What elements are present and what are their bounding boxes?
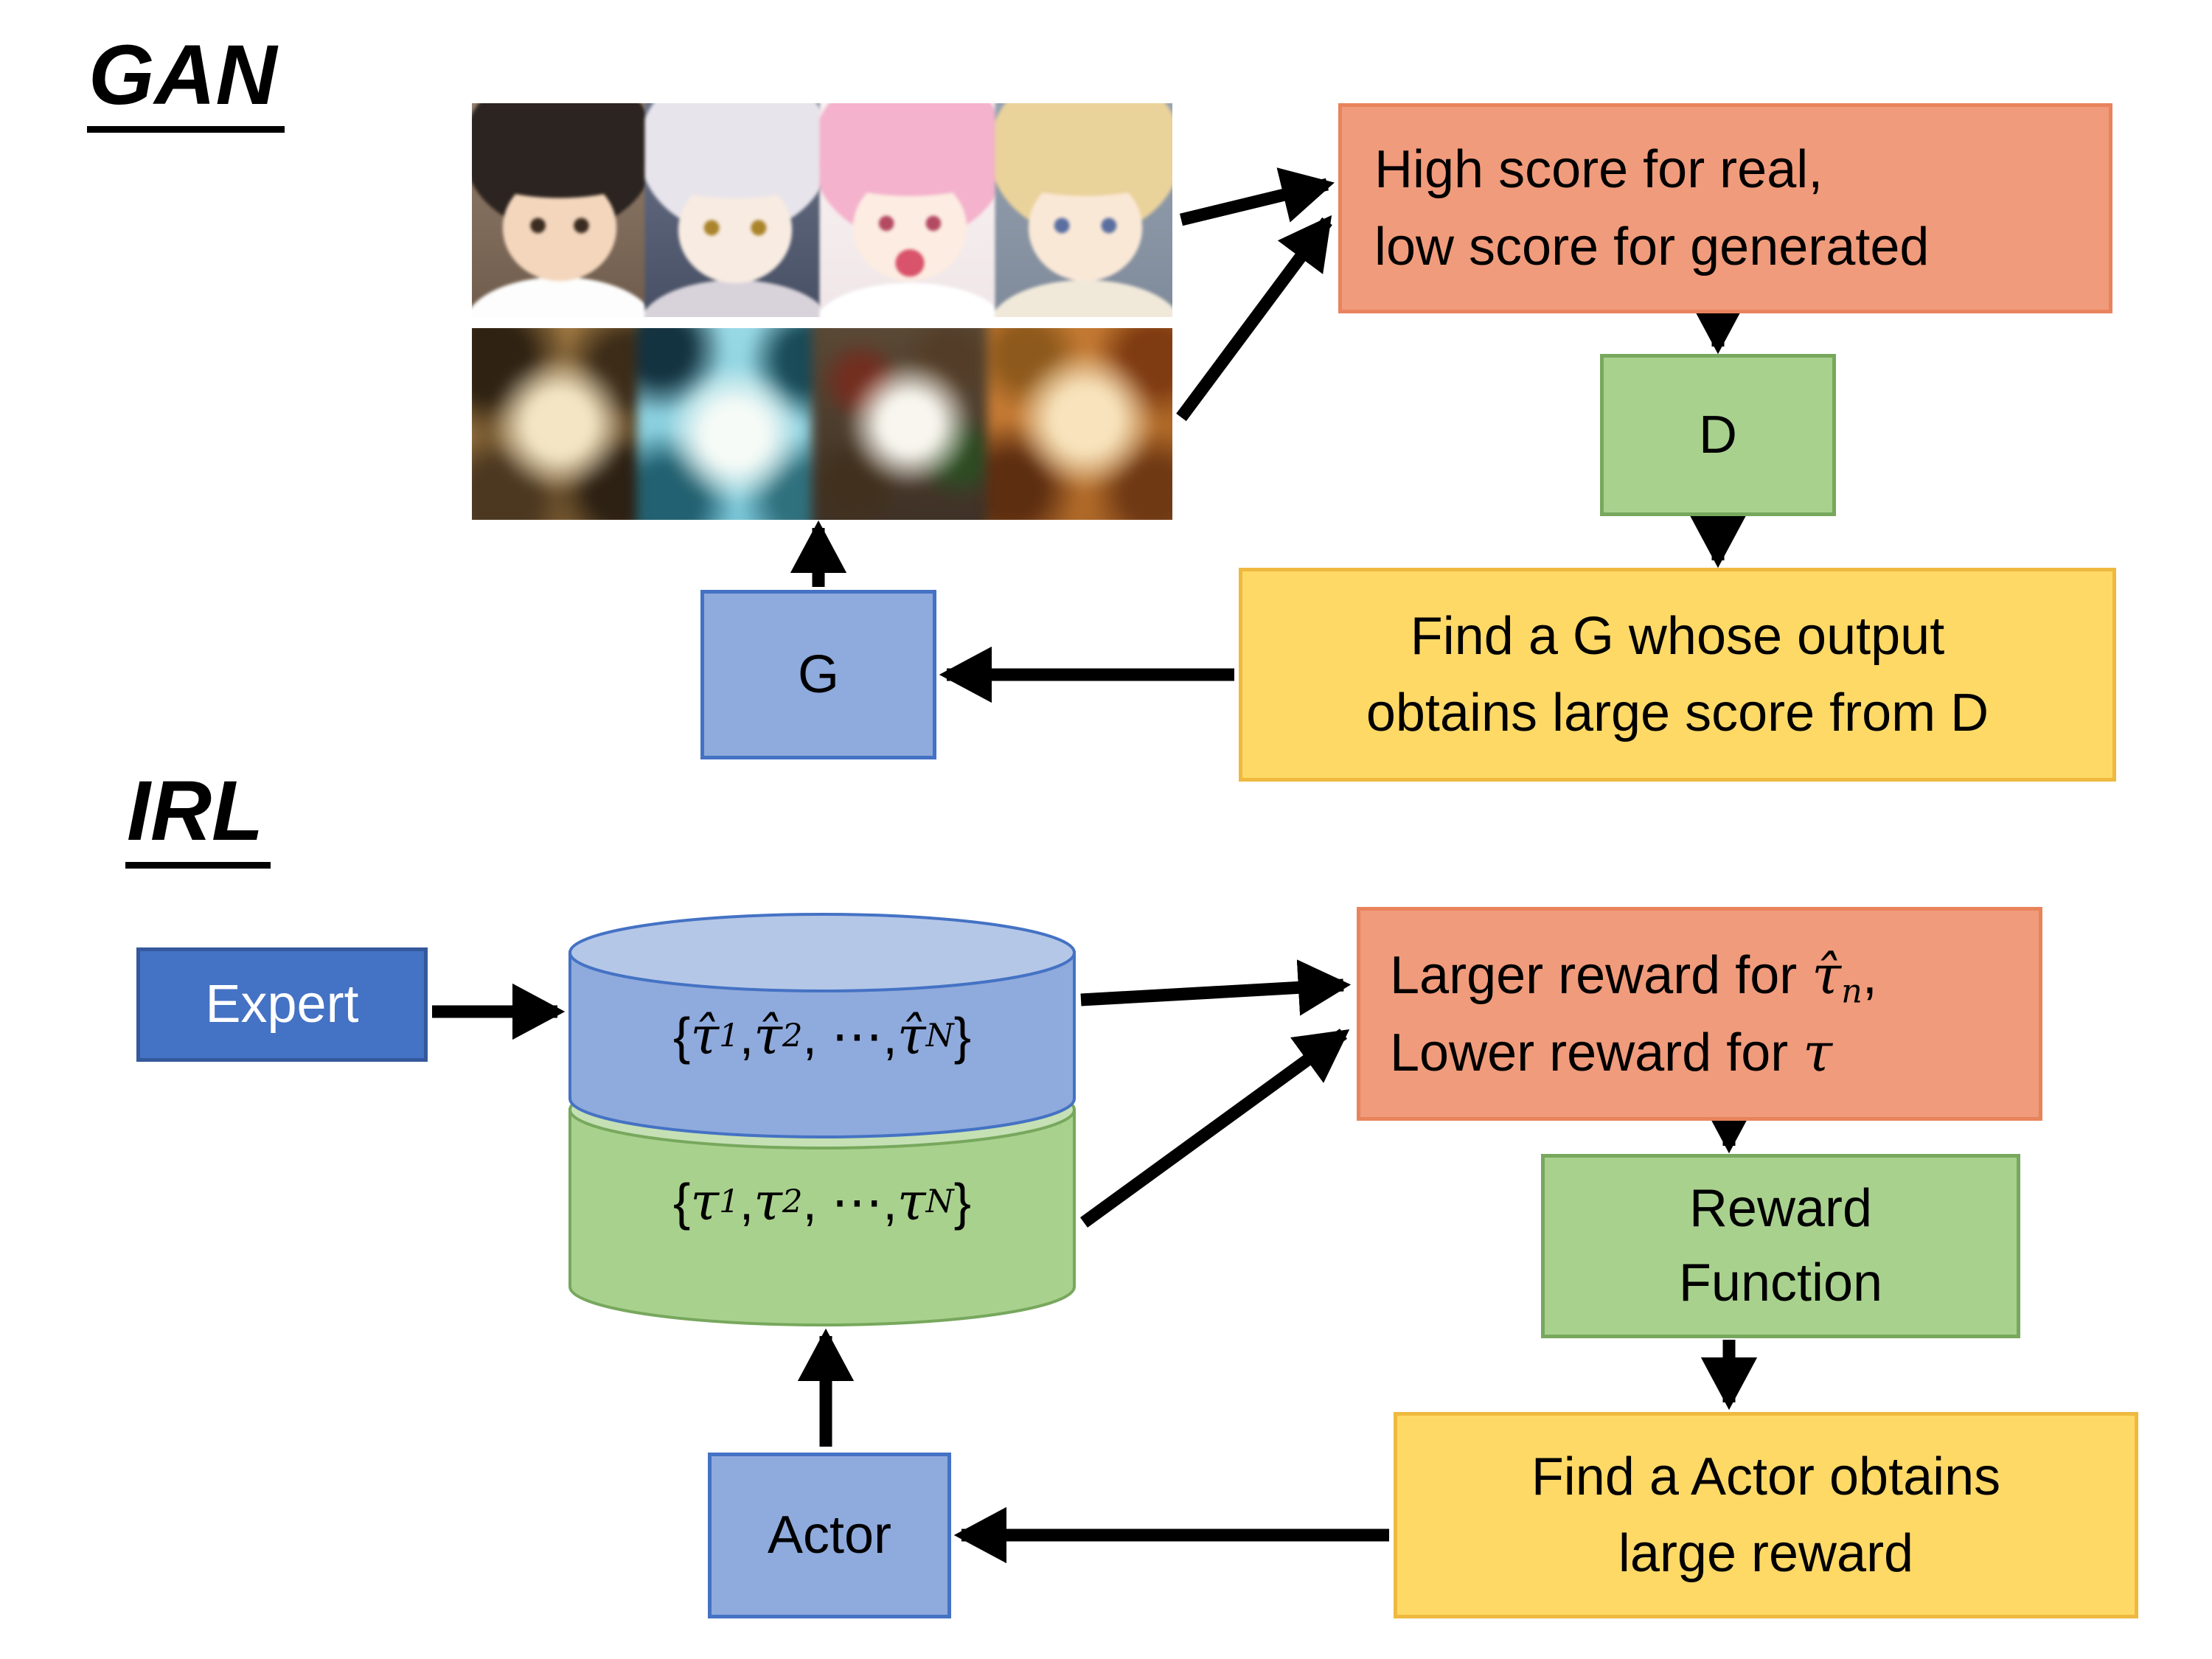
actor-goal-box: Find a Actor obtains large reward — [1394, 1412, 2138, 1618]
generator-goal-line2: obtains large score from D — [1366, 684, 1989, 742]
reward-function-line2: Function — [1678, 1253, 1883, 1312]
arrow-expert-trajectories-to-reward-note — [1080, 959, 1352, 1016]
expert-trajectory-cylinder-lid — [568, 913, 1076, 992]
reward-function-line1: Reward — [1688, 1179, 1873, 1239]
real-anime-image-3 — [819, 103, 1001, 317]
generator-goal-box: Find a G whose output obtains large scor… — [1239, 568, 2116, 782]
generator-label: G — [797, 644, 839, 704]
arrow-actor-trajectories-to-reward-note — [1080, 1029, 1350, 1228]
irl-section-title: IRL — [125, 767, 271, 869]
actor-box: Actor — [708, 1453, 951, 1618]
gan-section-title: GAN — [87, 31, 285, 133]
actor-goal-line1: Find a Actor obtains — [1531, 1447, 2001, 1506]
expert-box: Expert — [136, 947, 428, 1062]
expert-label: Expert — [205, 975, 359, 1034]
generated-images-strip — [472, 328, 1172, 520]
real-anime-image-1 — [472, 103, 650, 317]
generator-goal-line1: Find a G whose output — [1410, 606, 1945, 666]
expert-trajectory-set-label: {τ̂1, τ̂2, ⋯, τ̂N} — [673, 1006, 971, 1066]
discriminator-goal-line1: High score for real, — [1374, 140, 1823, 200]
discriminator-goal-box: High score for real, low score for gener… — [1338, 103, 2112, 313]
reward-goal-line1: Larger reward for τ̂n, — [1390, 943, 1877, 1011]
trajectory-database-cylinder — [568, 913, 1076, 1326]
discriminator-box: D — [1600, 354, 1836, 516]
reward-goal-box: Larger reward for τ̂n, Lower reward for … — [1357, 907, 2042, 1121]
generator-box: G — [700, 590, 936, 759]
discriminator-label: D — [1699, 405, 1737, 465]
reward-function-box: Reward Function — [1541, 1154, 2020, 1338]
actor-goal-line2: large reward — [1618, 1524, 1914, 1583]
generated-image-4 — [987, 328, 1172, 520]
generated-image-1 — [472, 328, 658, 520]
real-anime-image-4 — [994, 103, 1172, 317]
discriminator-goal-line2: low score for generated — [1374, 217, 1930, 276]
arrow-real-images-to-discriminator-note — [1179, 167, 1335, 226]
real-images-strip — [472, 103, 1172, 317]
reward-goal-line2: Lower reward for τ — [1390, 1021, 1833, 1083]
generated-image-2 — [636, 328, 833, 520]
actor-label: Actor — [767, 1506, 892, 1565]
arrow-generated-images-to-discriminator-note — [1176, 215, 1332, 422]
real-anime-image-2 — [644, 103, 825, 317]
generated-image-3 — [811, 328, 1008, 520]
